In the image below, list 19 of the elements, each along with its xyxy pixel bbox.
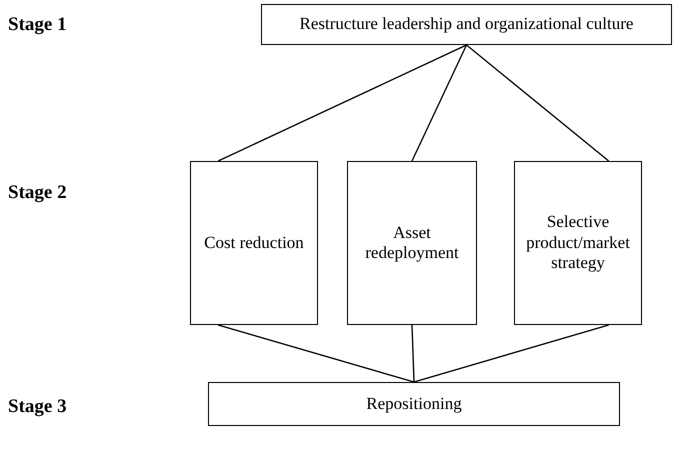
box-text: Asset redeployment <box>364 222 460 264</box>
process-box <box>261 4 672 45</box>
connector-line <box>218 324 414 383</box>
stage-label: Stage 1 <box>8 14 67 36</box>
process-box <box>190 161 318 325</box>
connector-line <box>411 324 415 382</box>
connector-line <box>466 44 610 162</box>
connector-line <box>414 324 609 383</box>
box-text: Repositioning <box>366 394 462 414</box>
process-box <box>514 161 642 325</box>
process-box <box>347 161 477 325</box>
process-box <box>208 382 620 426</box>
stage-label: Stage 2 <box>8 182 67 204</box>
stage-label: Stage 3 <box>8 396 67 418</box>
box-text: Cost reduction <box>204 232 304 254</box>
box-text: Restructure leadership and organizational culture <box>300 14 634 35</box>
connector-line <box>218 44 467 162</box>
connector-line <box>411 44 468 162</box>
box-text: Selective product/market strategy <box>525 212 631 274</box>
